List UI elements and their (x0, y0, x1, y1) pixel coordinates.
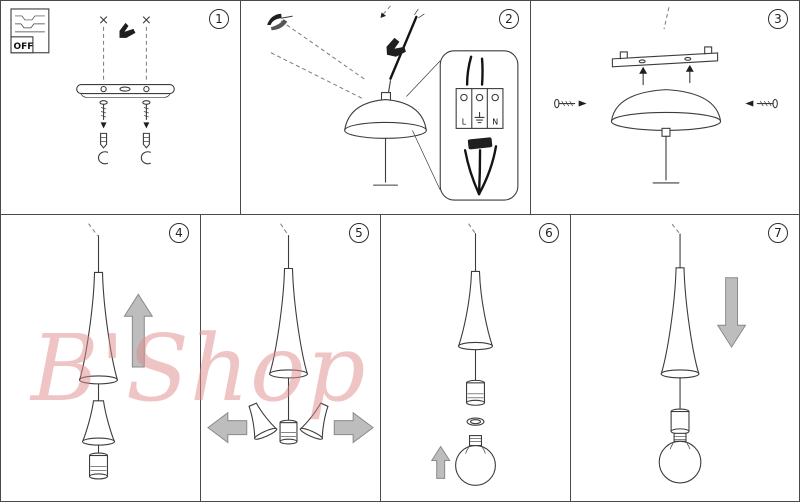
step-5-badge: 5 (349, 223, 369, 243)
wire-stripper-icon (267, 13, 293, 31)
cone-shade (457, 270, 494, 351)
arrow-up-small-icon (430, 445, 451, 479)
panel-step-2: L N 2 (241, 1, 531, 215)
power-off-icon: OFF (10, 8, 50, 54)
lamp-socket (89, 452, 109, 480)
socket-cover-left (248, 402, 278, 440)
cone-shade (78, 271, 119, 385)
screw-icon (99, 100, 108, 129)
earth-symbol (474, 111, 485, 124)
screw-icon (142, 100, 151, 129)
light-bulb (658, 432, 702, 484)
arrow-up-small-icon (639, 64, 694, 86)
step4-illustration (78, 223, 154, 480)
arrow-right-icon (333, 411, 374, 444)
socket-cover-cone (81, 400, 116, 446)
step-2-badge: 2 (499, 9, 519, 29)
cone-shade (268, 267, 309, 379)
ceiling-canopy (344, 92, 427, 186)
panel-step-1: OFF (1, 1, 241, 215)
mounting-bracket (611, 46, 719, 68)
step-6-badge: 6 (539, 223, 559, 243)
step6-illustration (430, 223, 496, 486)
light-bulb (455, 435, 496, 486)
hand-icon (386, 8, 425, 80)
terminal-label-l: L (462, 117, 467, 126)
step-4-badge: 4 (169, 223, 189, 243)
arrow-left-icon (207, 411, 248, 444)
step1-illustration: OFF (10, 8, 175, 165)
mounting-bracket (76, 84, 175, 98)
terminal-label-n: N (492, 117, 498, 126)
step5-illustration (207, 223, 374, 445)
step-1-badge: 1 (209, 9, 229, 29)
step-7-badge: 7 (768, 223, 788, 243)
ceiling-canopy (610, 89, 722, 184)
wall-anchor-icon (100, 132, 108, 149)
panel-step-4: 4 (1, 215, 201, 501)
drill-mark-icons (100, 16, 150, 81)
dashed-arrow-icon (380, 5, 391, 18)
top-row: OFF (1, 1, 799, 215)
step7-illustration (658, 223, 747, 484)
lamp-socket (670, 408, 690, 435)
panel-step-7: 7 (571, 215, 799, 501)
rotate-arrow-icon (98, 151, 151, 165)
bottom-row: 4 (1, 215, 799, 501)
washer-ring (466, 417, 485, 426)
step-3-badge: 3 (768, 9, 788, 29)
wall-anchor-icon (142, 132, 150, 149)
hand-icon (119, 22, 136, 38)
arrow-up-icon (123, 293, 154, 368)
cone-shade (660, 267, 700, 379)
step2-illustration: L N (267, 5, 519, 201)
wiring-detail-box: L N (439, 50, 519, 201)
panel-step-6: 6 (381, 215, 571, 501)
off-label: OFF (14, 42, 34, 52)
lamp-socket (279, 419, 298, 445)
terminal-block: L N (455, 88, 504, 129)
screw-icon-left (554, 98, 587, 109)
step3-illustration (554, 7, 778, 184)
screw-icon-right (745, 98, 778, 109)
panel-step-5: 5 (201, 215, 381, 501)
lamp-socket (466, 379, 485, 406)
arrow-down-icon (716, 277, 747, 349)
panel-step-3: 3 (531, 1, 799, 215)
socket-cover-right (299, 402, 329, 440)
